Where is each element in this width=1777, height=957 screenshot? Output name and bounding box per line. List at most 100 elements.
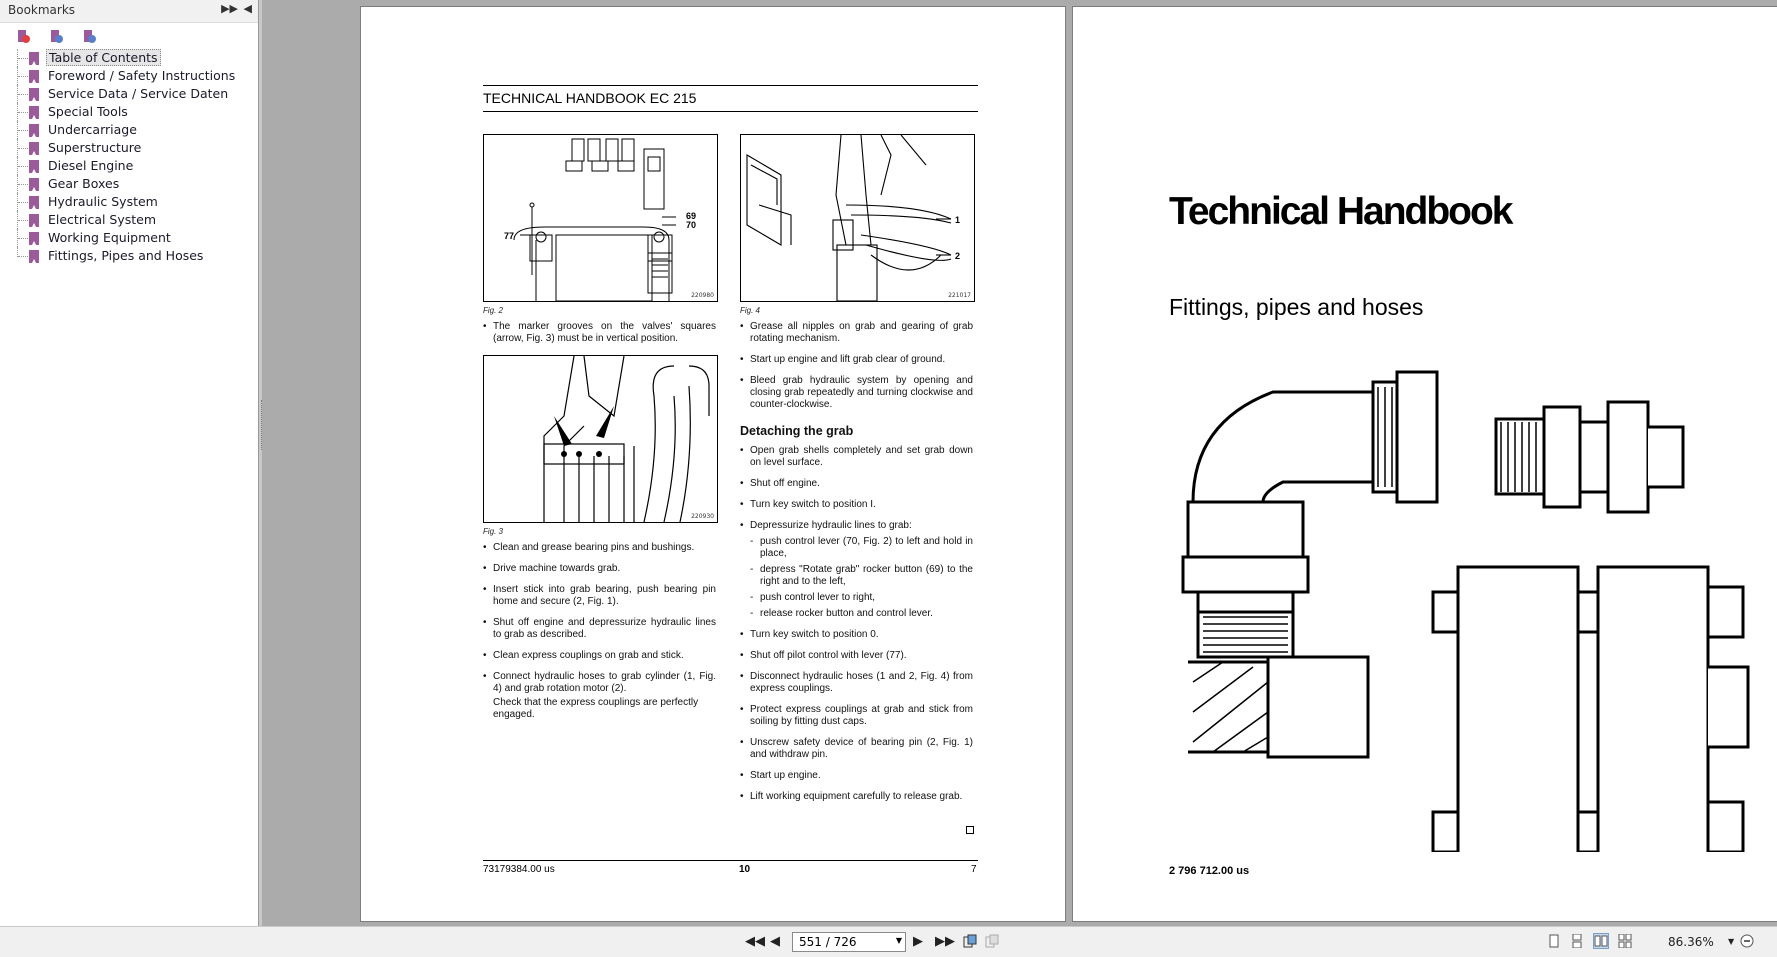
footer-rule [483, 860, 978, 861]
bookmark-label: Table of Contents [46, 49, 161, 66]
page-number-input[interactable]: 551 / 726▼ [792, 932, 906, 952]
valve-block-illustration [543, 356, 710, 522]
list-item: Unscrew safety device of bearing pin (2,… [740, 737, 973, 761]
bookmark-item[interactable]: Electrical System [0, 211, 258, 229]
bookmark-item[interactable]: Working Equipment [0, 229, 258, 247]
figure-3: 220930 [483, 355, 718, 523]
tree-connector [18, 202, 28, 203]
bookmark-icon [29, 250, 39, 263]
first-page-icon[interactable]: ◀◀ [745, 934, 765, 949]
bookmark-item[interactable]: Superstructure [0, 139, 258, 157]
tree-connector [18, 112, 28, 113]
tree-line [17, 85, 19, 103]
list-item: Lift working equipment carefully to rele… [740, 791, 973, 803]
page-header: TECHNICAL HANDBOOK EC 215 [483, 90, 697, 106]
bookmark-icon [29, 196, 39, 209]
fig3-code: 220930 [691, 513, 714, 520]
chevron-down-icon[interactable]: ▼ [895, 936, 902, 945]
bookmark-item[interactable]: Service Data / Service Daten [0, 85, 258, 103]
previous-page-icon[interactable]: ◀ [770, 934, 780, 949]
bookmark-item[interactable]: Table of Contents [0, 49, 258, 67]
header-rule-top [483, 85, 978, 86]
cover-title: Technical Handbook [1169, 190, 1513, 233]
tree-line [17, 229, 19, 247]
last-page-icon[interactable]: ▶▶ [935, 934, 955, 949]
footer-page-number: 7 [971, 864, 977, 875]
bookmark-expand-icon[interactable] [16, 29, 32, 45]
tree-line [17, 247, 19, 257]
next-view-icon[interactable] [985, 934, 999, 948]
list-item: Start up engine and lift grab clear of g… [740, 354, 973, 366]
bookmark-icon [29, 70, 39, 83]
next-page-icon[interactable]: ▶ [913, 934, 923, 949]
list-item: Connect hydraulic hoses to grab cylinder… [483, 671, 716, 695]
chevron-left-icon[interactable]: ◀ [243, 2, 252, 15]
facing-view-icon[interactable] [1593, 933, 1609, 949]
continuous-view-icon[interactable] [1570, 934, 1584, 948]
bookmark-label: Undercarriage [48, 122, 137, 137]
tree-connector [18, 238, 28, 239]
bookmark-find-icon[interactable] [82, 29, 98, 45]
cab-controls-illustration: 69 70 77 [504, 138, 696, 301]
tree-line [17, 67, 19, 85]
list-item: Turn key switch to position I. [740, 499, 973, 511]
panel-splitter[interactable] [259, 0, 262, 926]
list-item: Start up engine. [740, 770, 973, 782]
fig4-caption: Fig. 4 [740, 306, 761, 315]
bookmark-item[interactable]: Special Tools [0, 103, 258, 121]
bookmark-item[interactable]: Gear Boxes [0, 175, 258, 193]
fig2-label-69: 69 [686, 211, 696, 221]
bookmark-label: Diesel Engine [48, 158, 134, 173]
bookmark-item[interactable]: Fittings, Pipes and Hoses [0, 247, 258, 265]
zoom-level[interactable]: 86.36% [1668, 935, 1714, 949]
figure-4: 1 2 221017 [740, 134, 975, 302]
tree-line [17, 175, 19, 193]
bookmark-label: Foreword / Safety Instructions [48, 68, 236, 83]
splitter-grip[interactable] [261, 400, 263, 450]
tree-connector [18, 166, 28, 167]
double-chevron-right-icon[interactable]: ▶▶ [221, 2, 238, 15]
footer-section: 10 [739, 864, 751, 875]
tree-connector [18, 184, 28, 185]
list-item: Protect express couplings at grab and st… [740, 704, 973, 728]
bookmark-icon [29, 178, 39, 191]
single-page-view-icon[interactable] [1547, 934, 1561, 948]
list-item: Grease all nipples on grab and gearing o… [740, 321, 973, 345]
list-item: Insert stick into grab bearing, push bea… [483, 584, 716, 608]
sub-list-item: push control lever to right, [740, 592, 973, 604]
tree-line [17, 103, 19, 121]
list-item: Bleed grab hydraulic system by opening a… [740, 375, 973, 411]
bookmark-item[interactable]: Undercarriage [0, 121, 258, 139]
bookmark-item[interactable]: Hydraulic System [0, 193, 258, 211]
bookmark-label: Working Equipment [48, 230, 171, 245]
zoom-dropdown-icon[interactable]: ▼ [1728, 937, 1735, 946]
bookmark-label: Gear Boxes [48, 176, 120, 191]
fig4-label-2: 2 [955, 251, 960, 261]
bookmark-icon [29, 142, 39, 155]
list-item: Shut off engine. [740, 478, 973, 490]
fig2-label-77: 77 [504, 231, 514, 241]
bookmark-label: Electrical System [48, 212, 157, 227]
list-item: Open grab shells completely and set grab… [740, 445, 973, 469]
footer-doc-number: 73179384.00 us [483, 864, 555, 875]
list-item: Turn key switch to position 0. [740, 629, 973, 641]
previous-view-icon[interactable] [963, 934, 977, 948]
zoom-out-icon[interactable] [1740, 934, 1754, 948]
bookmark-add-icon[interactable] [49, 29, 65, 45]
bookmarks-toolbar [0, 23, 258, 49]
list-item: Clean and grease bearing pins and bushin… [483, 542, 716, 554]
bookmark-label: Superstructure [48, 140, 142, 155]
fig4-label-1: 1 [955, 215, 960, 225]
list-item: Disconnect hydraulic hoses (1 and 2, Fig… [740, 671, 973, 695]
list-item: The marker grooves on the valves' square… [483, 321, 716, 345]
document-page-left: TECHNICAL HANDBOOK EC 215 69 70 [360, 6, 1066, 922]
bookmark-item[interactable]: Foreword / Safety Instructions [0, 67, 258, 85]
list-item: Shut off pilot control with lever (77). [740, 650, 973, 662]
text-column-right: Grease all nipples on grab and gearing o… [740, 321, 973, 812]
bookmark-icon [29, 88, 39, 101]
bookmark-item[interactable]: Diesel Engine [0, 157, 258, 175]
continuous-facing-view-icon[interactable] [1618, 934, 1632, 948]
fig2-label-70: 70 [686, 220, 696, 230]
